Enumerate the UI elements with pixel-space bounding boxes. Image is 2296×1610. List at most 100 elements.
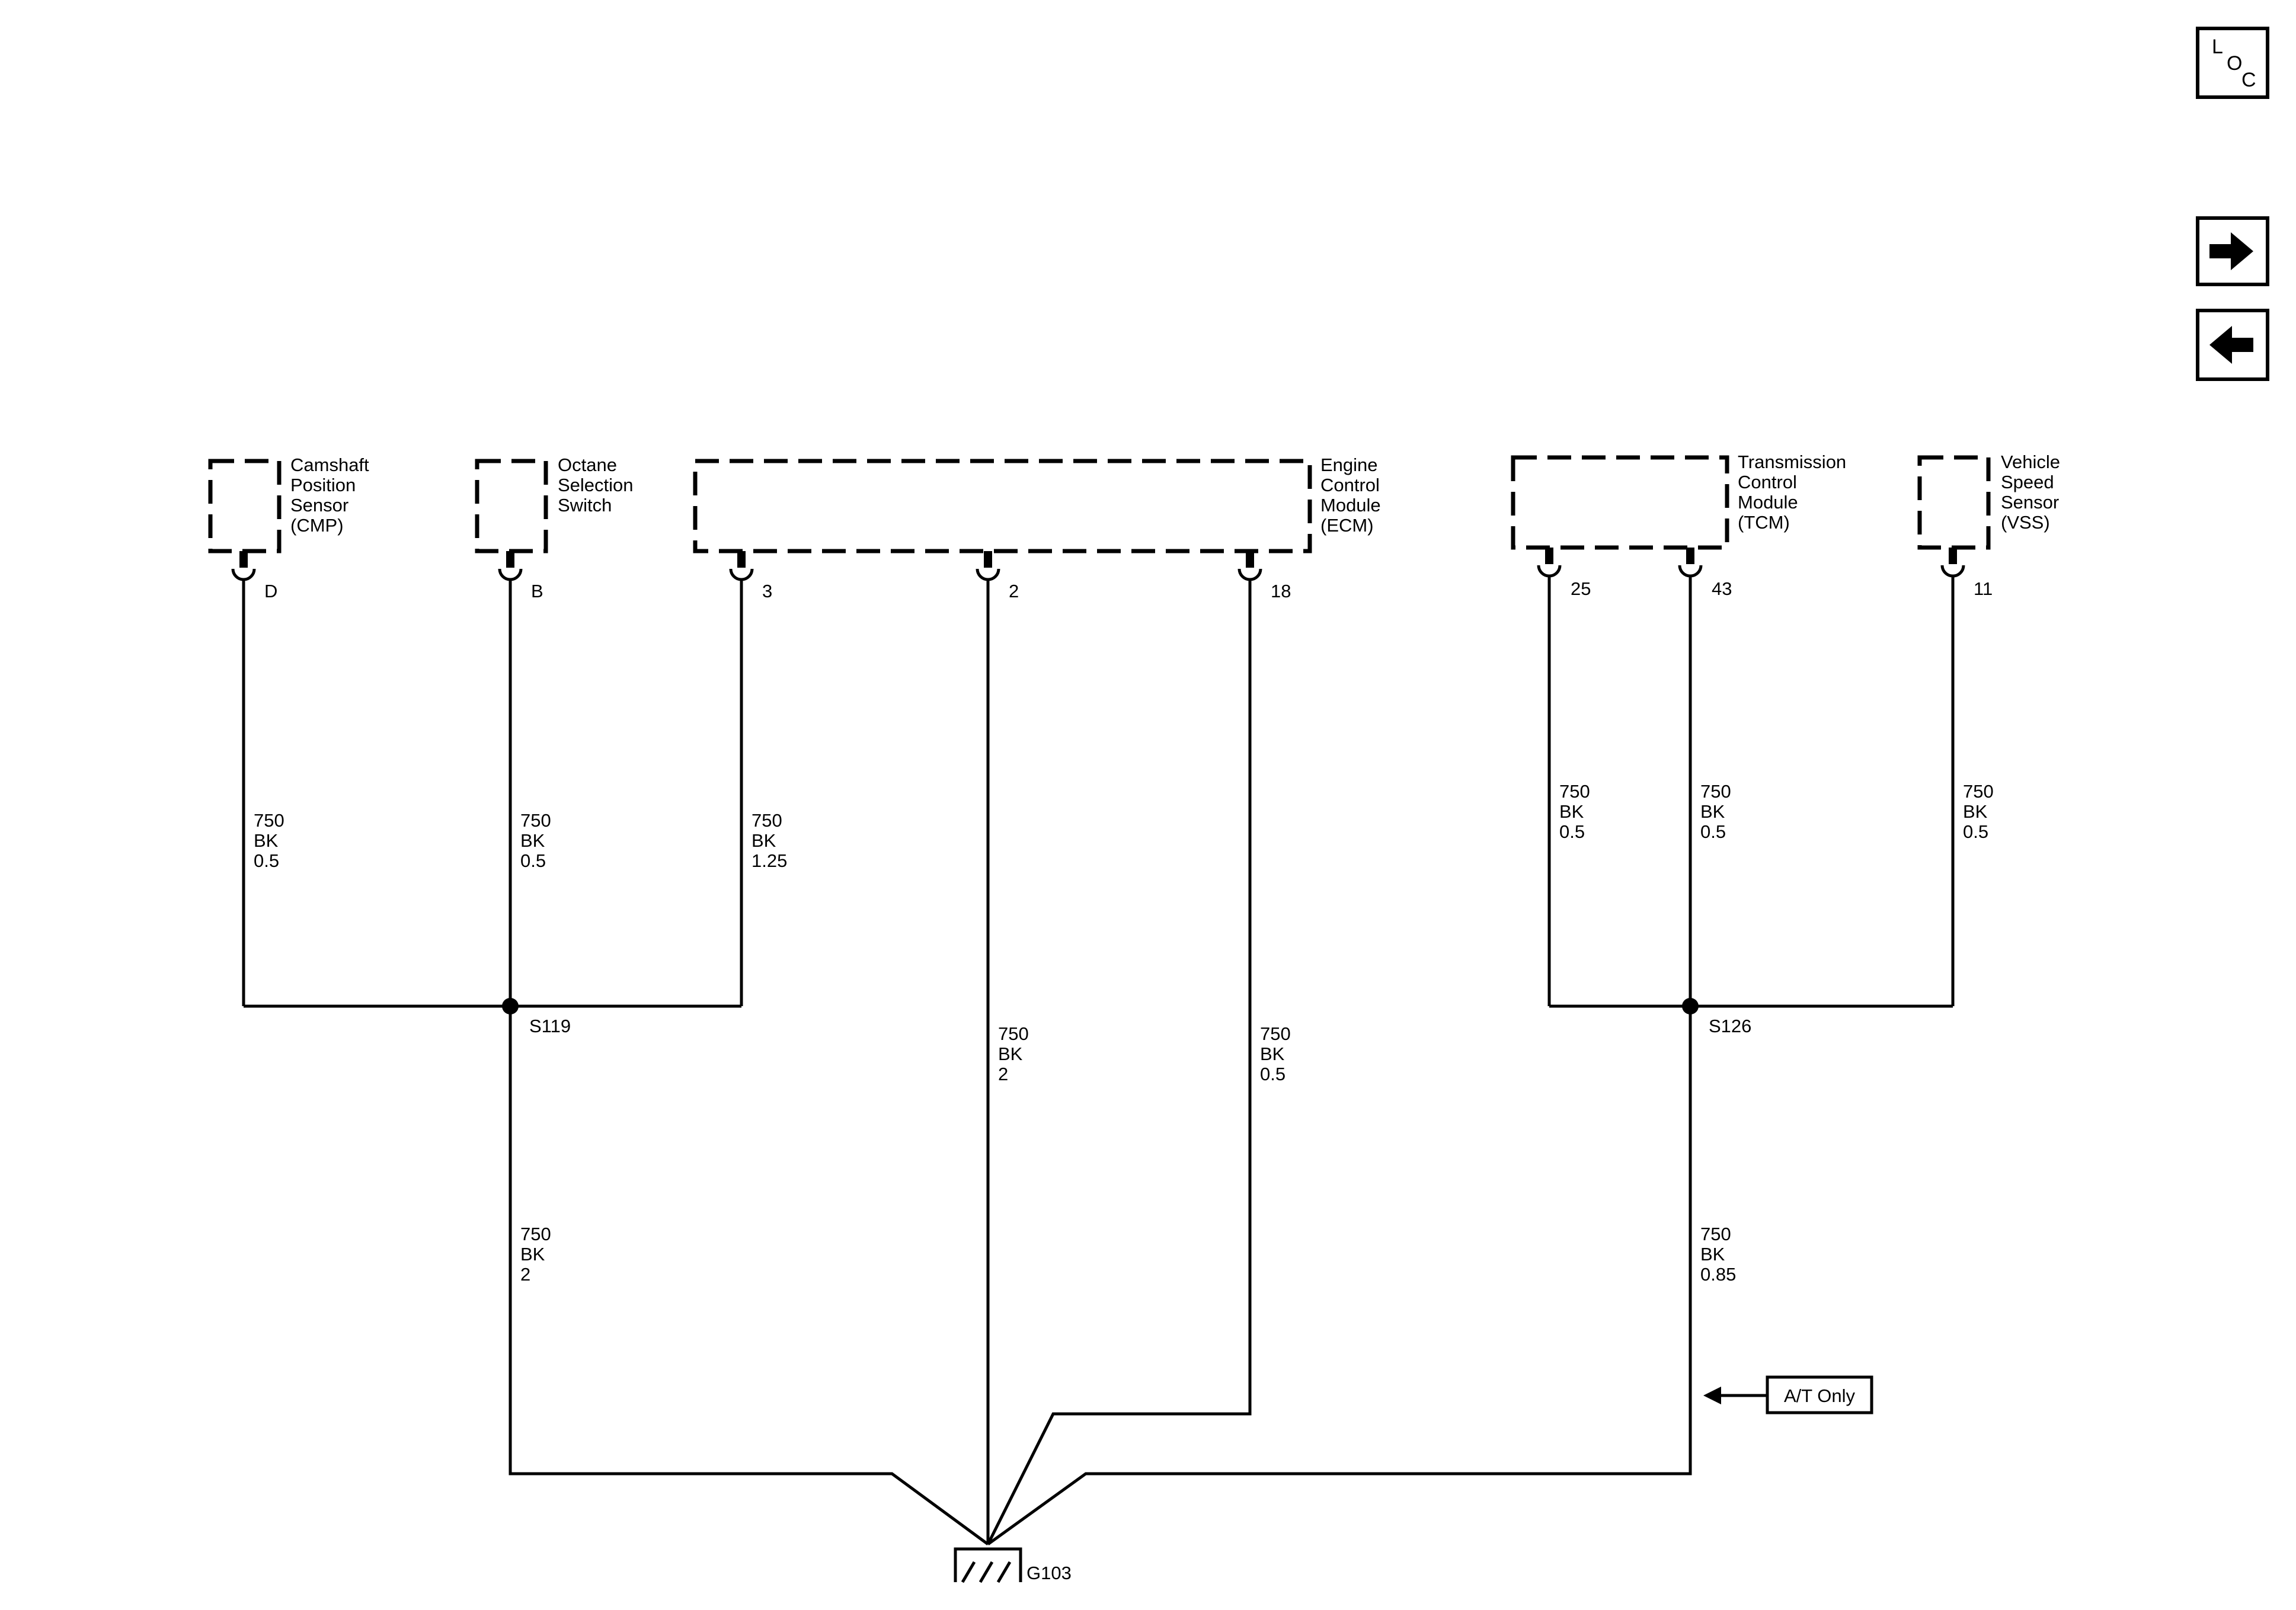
wire-label-vss-11: 750 BK 0.5 (1963, 781, 1994, 842)
ecm-label: Engine Control Module (ECM) (1320, 454, 1381, 536)
tcm-label-line: Module (1738, 492, 1798, 513)
cmp-label-line: Sensor (290, 495, 348, 516)
wire-label-cmp-d: 750 BK 0.5 (254, 810, 284, 871)
tcm-box (1511, 455, 1729, 550)
pin-number: 25 (1571, 578, 1591, 599)
tcm-label-line: Transmission (1738, 452, 1846, 472)
wire-label-ecm-18: 750 BK 0.5 (1260, 1023, 1291, 1084)
pin-number: 11 (1974, 578, 1993, 599)
wire-label-line: 0.5 (520, 850, 546, 871)
cmp-label: Camshaft Position Sensor (CMP) (290, 454, 369, 536)
splice-s119-label: S119 (529, 1016, 571, 1036)
wire-label-tcm-25: 750 BK 0.5 (1559, 781, 1590, 842)
octane-label-line: Octane (558, 454, 617, 475)
ecm-label-line: Engine (1320, 454, 1378, 475)
at-only-label: A/T Only (1784, 1385, 1856, 1406)
wire-label-line: 0.5 (1260, 1064, 1285, 1084)
vss-box (1917, 455, 1991, 550)
wire-label-line: 1.25 (752, 850, 787, 871)
pin-ecm-18 (1237, 551, 1262, 581)
wire-label-ecm-2: 750 BK 2 (998, 1023, 1029, 1084)
wire-s119-to-g103 (509, 1006, 989, 1546)
wire-label-line: 0.5 (254, 850, 279, 871)
next-page-button[interactable] (2196, 216, 2269, 286)
wire-label-octane-b: 750 BK 0.5 (520, 810, 551, 871)
cmp-label-line: (CMP) (290, 515, 344, 536)
right-arrow-icon (2209, 232, 2253, 270)
wire-label-line: 0.5 (1559, 821, 1585, 842)
wire-label-line: BK (520, 830, 545, 851)
loc-button[interactable]: L O C (2196, 27, 2269, 99)
wire-label-line: 750 (1260, 1023, 1291, 1044)
pin-number: B (531, 581, 543, 601)
wire-label-s119-g103: 750 BK 2 (520, 1224, 551, 1285)
wire-label-line: BK (254, 830, 279, 851)
pin-number: 43 (1712, 578, 1732, 599)
wire-label-line: BK (998, 1044, 1023, 1064)
wire-label-line: 0.85 (1700, 1264, 1736, 1285)
at-only-note: A/T Only (1703, 1375, 1873, 1414)
wire-label-line: 0.5 (1963, 821, 1988, 842)
vss-label: Vehicle Speed Sensor (VSS) (2001, 452, 2060, 533)
octane-switch-label: Octane Selection Switch (558, 454, 634, 516)
wire-ecm-18 (986, 580, 1252, 1545)
wire-label-line: BK (520, 1244, 545, 1265)
splice-s126-label: S126 (1709, 1016, 1751, 1036)
wire-label-line: 2 (520, 1264, 530, 1285)
pin-tcm-43 (1678, 548, 1703, 578)
pin-number: 18 (1271, 581, 1291, 601)
pin-ecm-2 (976, 551, 1000, 581)
octane-switch-box (475, 459, 548, 553)
vss-label-line: (VSS) (2001, 512, 2050, 533)
ecm-label-line: Module (1320, 495, 1381, 516)
loc-l: L (2212, 36, 2223, 58)
wire-label-line: 750 (520, 810, 551, 831)
pin-ecm-3 (729, 551, 754, 581)
loc-c: C (2241, 69, 2256, 91)
vss-label-line: Vehicle (2001, 452, 2060, 472)
note-arrow-icon (1703, 1387, 1721, 1404)
ecm-box (693, 459, 1312, 553)
pin-number: 3 (762, 581, 772, 601)
loc-o: O (2227, 52, 2242, 75)
pin-vss-11 (1940, 548, 1965, 578)
wire-s126-to-g103 (987, 1006, 1692, 1546)
tcm-label-line: (TCM) (1738, 512, 1790, 533)
wire-label-line: BK (1700, 801, 1725, 822)
wire-label-line: BK (1700, 1244, 1725, 1265)
wire-label-line: 750 (1559, 781, 1590, 802)
wire-label-ecm-3: 750 BK 1.25 (752, 810, 787, 871)
pin-cmp-d (231, 551, 256, 581)
pin-octane-b (498, 551, 523, 581)
splice-s126-dot (1682, 998, 1699, 1014)
wire-label-line: 750 (1963, 781, 1994, 802)
pin-number: 2 (1009, 581, 1019, 601)
splice-s119-dot (502, 998, 519, 1014)
tcm-label-line: Control (1738, 472, 1797, 492)
wire-label-line: 0.5 (1700, 821, 1726, 842)
wire-label-line: BK (1260, 1044, 1285, 1064)
cmp-label-line: Position (290, 475, 356, 495)
ground-g103-label: G103 (1027, 1563, 1072, 1583)
vss-label-line: Speed (2001, 472, 2054, 492)
wire-label-line: 750 (998, 1023, 1029, 1044)
wire-label-line: 750 (752, 810, 782, 831)
left-arrow-icon (2209, 326, 2253, 364)
ground-g103-symbol (954, 1547, 1022, 1583)
wire-label-line: 750 (520, 1224, 551, 1244)
wire-label-s126-g103: 750 BK 0.85 (1700, 1224, 1736, 1285)
octane-label-line: Switch (558, 495, 612, 516)
ecm-label-line: Control (1320, 475, 1380, 495)
cmp-box (208, 459, 282, 553)
wire-label-line: BK (1559, 801, 1584, 822)
wire-label-tcm-43: 750 BK 0.5 (1700, 781, 1731, 842)
wire-label-line: BK (1963, 801, 1988, 822)
octane-label-line: Selection (558, 475, 634, 495)
wire-label-line: 750 (1700, 781, 1731, 802)
wire-label-line: 2 (998, 1064, 1008, 1084)
tcm-label: Transmission Control Module (TCM) (1738, 452, 1846, 533)
previous-page-button[interactable] (2196, 309, 2269, 381)
cmp-label-line: Camshaft (290, 454, 369, 475)
pin-tcm-25 (1537, 548, 1562, 578)
ecm-label-line: (ECM) (1320, 515, 1374, 536)
